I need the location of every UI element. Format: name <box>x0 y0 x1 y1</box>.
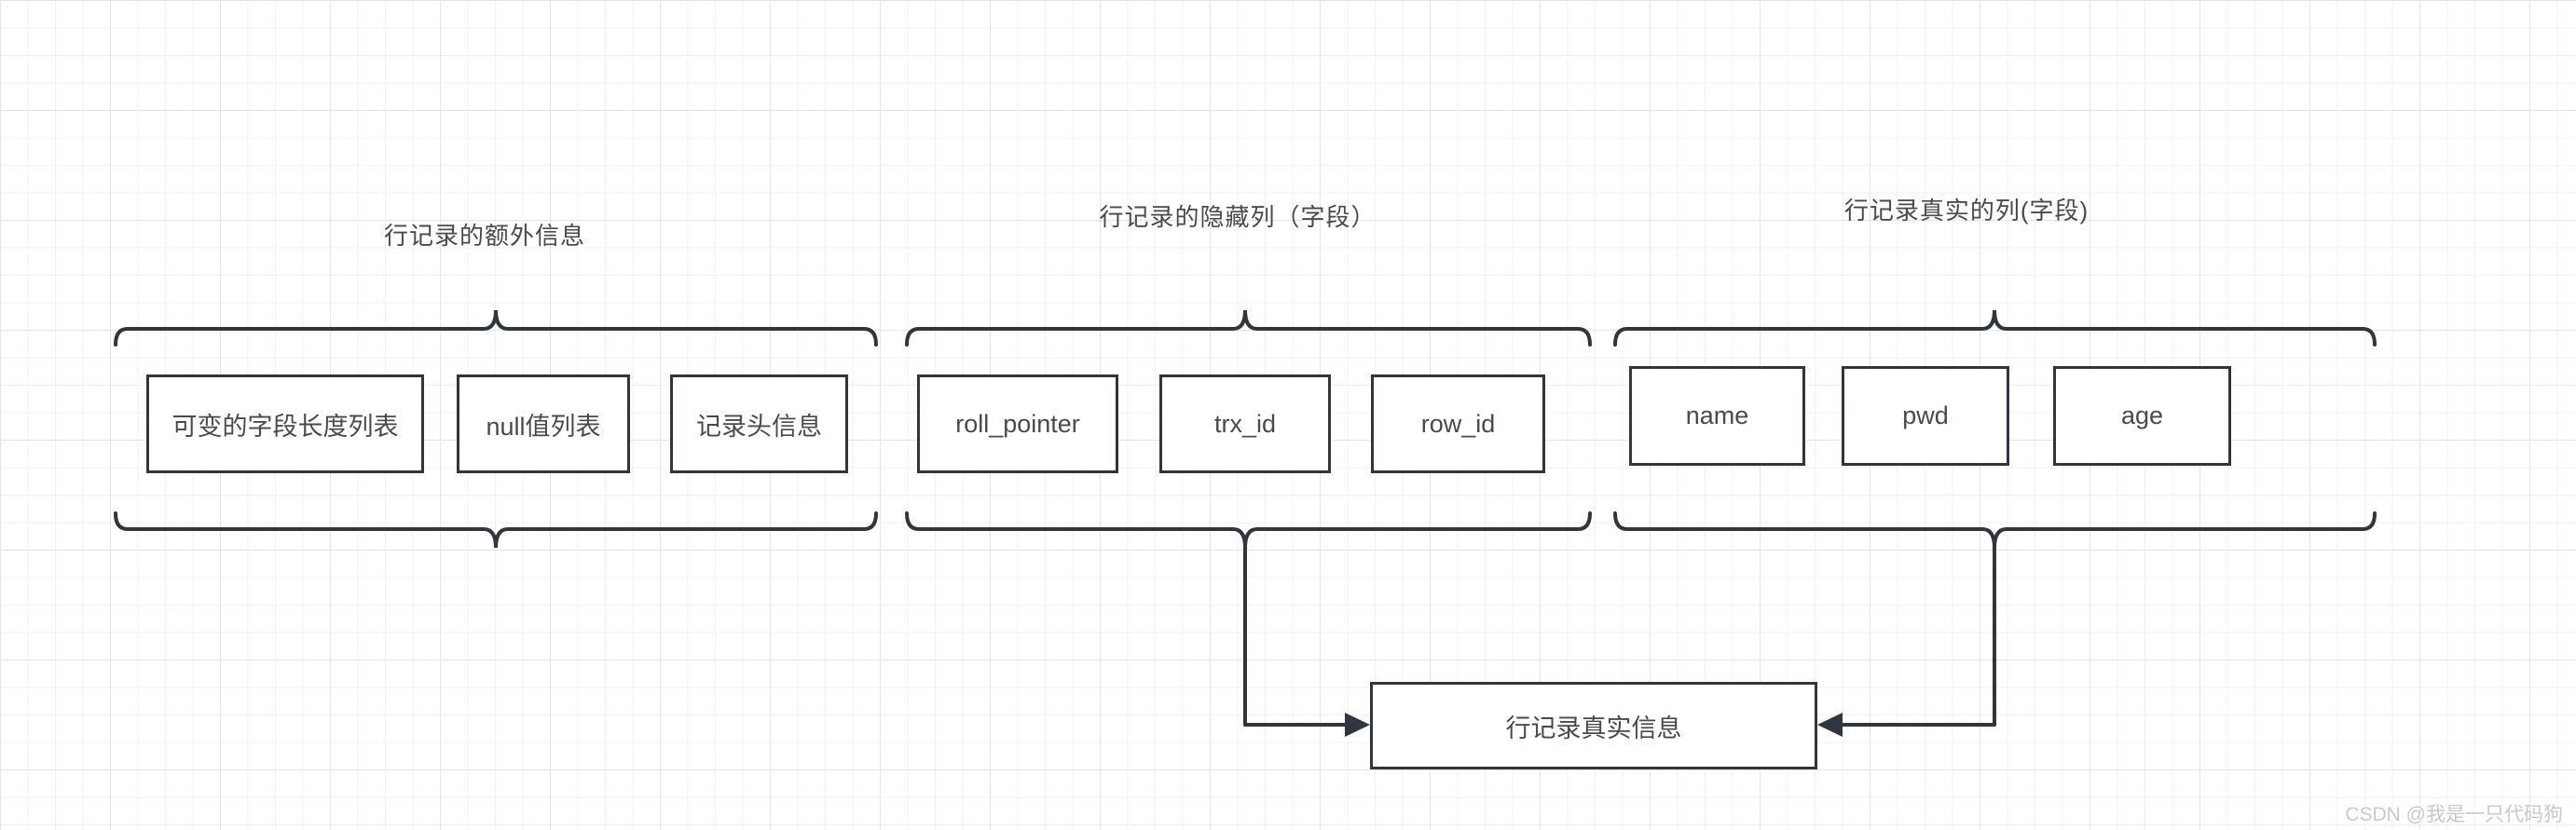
brace-bottom-hidden-columns <box>905 511 1592 549</box>
box-record-header-info: 记录头信息 <box>670 374 848 473</box>
arrow-hidden-columns-to-real-info-line <box>1243 546 1348 727</box>
box-row-record-real-info: 行记录真实信息 <box>1370 682 1817 769</box>
caption-extra-info: 行记录的额外信息 <box>383 222 586 250</box>
caption-real-columns: 行记录真实的列(字段) <box>1843 197 2090 225</box>
arrow-real-columns-to-real-info-arrowhead-icon <box>1817 713 1843 737</box>
box-name: name <box>1629 366 1805 466</box>
brace-top-hidden-columns <box>905 309 1592 347</box>
brace-bottom-extra-info <box>114 511 878 549</box>
brace-top-real-columns <box>1613 309 2377 347</box>
box-null-value-list: null值列表 <box>457 374 630 473</box>
brace-top-extra-info <box>114 309 878 347</box>
csdn-watermark: CSDN @我是一只代码狗 <box>2345 804 2563 825</box>
box-roll-pointer: roll_pointer <box>917 374 1118 473</box>
caption-hidden-columns: 行记录的隐藏列（字段） <box>1099 203 1377 231</box>
box-row-id: row_id <box>1371 374 1545 473</box>
box-variable-field-length-list: 可变的字段长度列表 <box>146 374 424 473</box>
arrow-real-columns-to-real-info-line <box>1840 546 1996 727</box>
arrow-hidden-columns-to-real-info-arrowhead-icon <box>1345 713 1370 737</box>
box-trx-id: trx_id <box>1159 374 1331 473</box>
box-pwd: pwd <box>1842 366 2009 466</box>
box-age: age <box>2053 366 2231 466</box>
brace-bottom-real-columns <box>1613 511 2377 549</box>
